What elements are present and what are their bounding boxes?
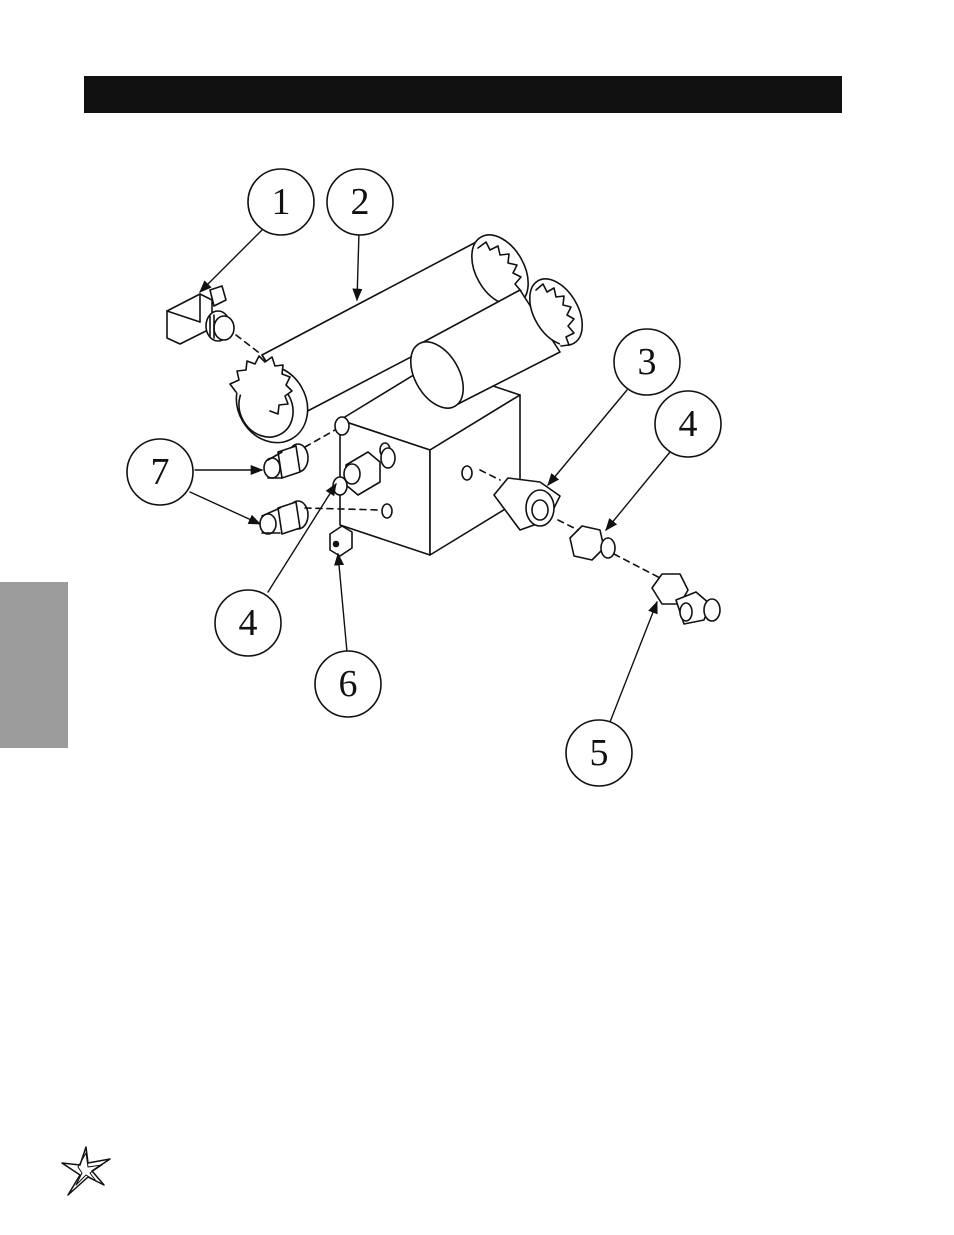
tee-fitting-5	[652, 574, 720, 624]
dash-line	[558, 520, 578, 530]
fitting-7-lower	[260, 501, 308, 534]
callout-label: 5	[590, 732, 609, 774]
callout-label: 4	[239, 602, 258, 644]
adapter-4-right	[570, 526, 615, 560]
callout-label: 1	[272, 181, 291, 223]
callout-1: 1	[248, 169, 314, 235]
dash-line	[305, 430, 335, 447]
callout-5: 5	[566, 720, 632, 786]
plug-6	[330, 526, 352, 556]
elbow-fitting	[167, 286, 234, 344]
callout-label: 7	[151, 451, 170, 493]
callout-6: 6	[315, 651, 381, 717]
star-burst-logo-icon	[58, 1145, 114, 1199]
callout-label: 4	[679, 403, 698, 445]
dash-line	[614, 554, 660, 578]
hex-nut-3	[494, 478, 560, 530]
callout-4-right: 4	[655, 391, 721, 457]
callout-2: 2	[327, 169, 393, 235]
callout-label: 6	[339, 663, 358, 705]
elbow-dash-line	[236, 335, 262, 355]
callout-label: 3	[638, 341, 657, 383]
callout-label: 2	[351, 181, 370, 223]
fitting-7-upper	[264, 444, 308, 478]
callout-4-left: 4	[215, 590, 281, 656]
callout-3: 3	[614, 329, 680, 395]
callout-7: 7	[127, 439, 193, 505]
